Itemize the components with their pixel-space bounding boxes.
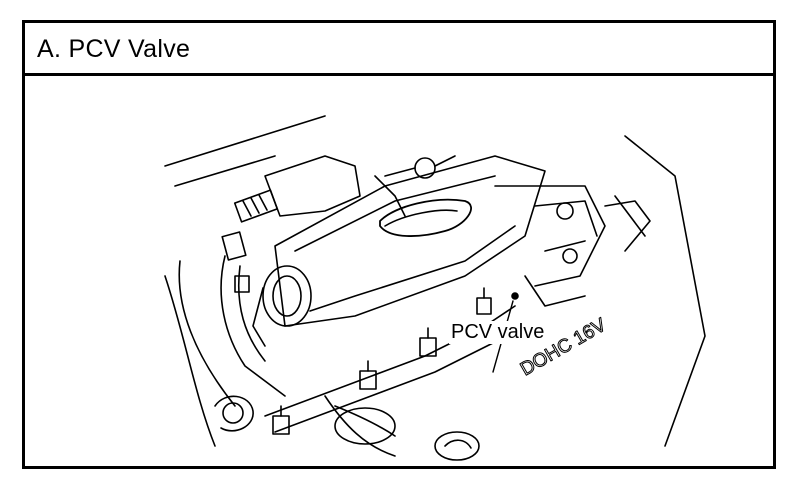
breather-hose (214, 395, 396, 457)
cylinder-head-cover (274, 155, 546, 327)
injector-row (264, 287, 521, 435)
figure-title-bar: A. PCV Valve (25, 23, 773, 76)
figure-title: A. PCV Valve (37, 35, 191, 63)
sensor-housing (233, 155, 456, 223)
figure-frame: A. PCV Valve (22, 20, 776, 469)
emblem (434, 431, 480, 461)
left-connectors (220, 231, 286, 397)
pcv-valve-callout-label: PCV valve (449, 321, 547, 344)
intake-manifold (494, 185, 651, 307)
engine-bay-outline (164, 115, 706, 447)
oil-filler-cap (252, 265, 312, 347)
pcv-valve-marker (511, 292, 519, 300)
engine-illustration: DOHC 16V (164, 115, 706, 461)
